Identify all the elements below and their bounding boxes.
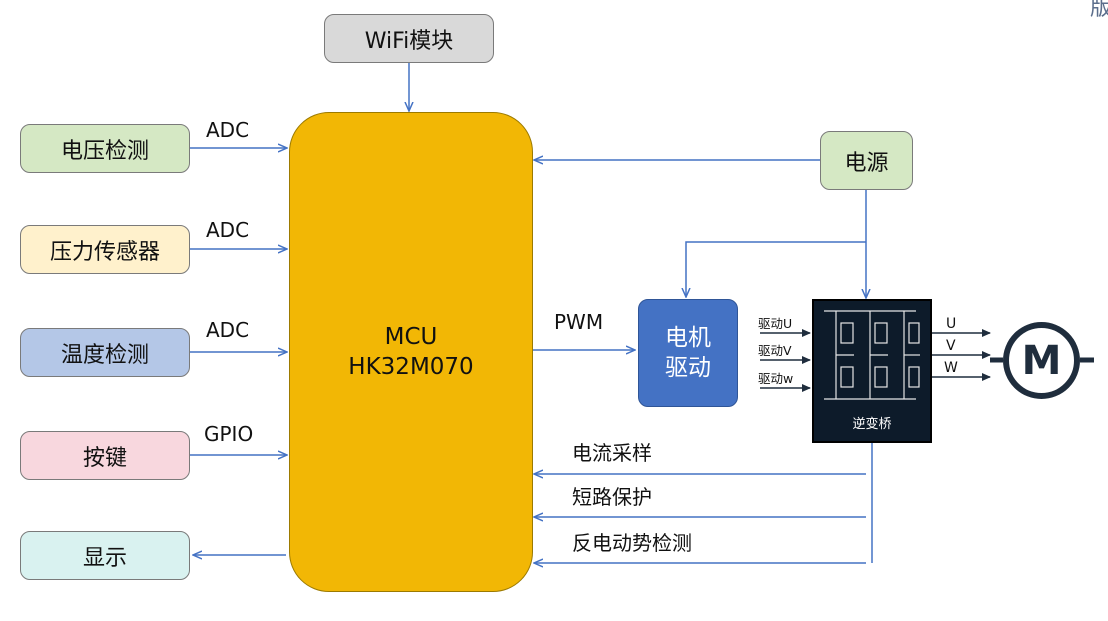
temperature-detection-label: 温度检测	[60, 342, 149, 368]
wifi-module-label: WiFi模块	[364, 28, 454, 54]
adc-label-temperature: ADC	[206, 318, 250, 342]
temperature-detection-block: 温度检测	[20, 328, 190, 377]
inverter-bridge-block: 逆变桥	[812, 299, 932, 443]
motor-driver-label-line1: 电机	[665, 325, 711, 351]
button-block: 按键	[20, 431, 190, 480]
mcu-block: MCU HK32M070	[289, 112, 533, 592]
display-block: 显示	[20, 531, 190, 580]
mcu-label: MCU	[384, 324, 438, 350]
phase-v-label: V	[946, 338, 956, 354]
power-block: 电源	[820, 131, 913, 190]
voltage-detection-label: 电压检测	[60, 138, 149, 164]
current-sampling-label: 电流采样	[572, 441, 652, 465]
button-label: 按键	[82, 445, 127, 471]
phase-u-label: U	[946, 316, 957, 332]
power-to-driver-arrow	[686, 241, 866, 296]
pwm-label: PWM	[554, 310, 604, 334]
inverter-bridge-label: 逆变桥	[852, 417, 892, 432]
mcu-model-label: HK32M070	[348, 354, 474, 380]
motor-icon: M	[1003, 322, 1080, 399]
adc-label-voltage: ADC	[206, 118, 250, 142]
wifi-module-block: WiFi模块	[324, 14, 494, 63]
motor-symbol-label: M	[1021, 337, 1062, 384]
phase-w-label: W	[944, 360, 958, 376]
pressure-sensor-block: 压力传感器	[20, 225, 190, 274]
back-emf-detection-label: 反电动势检测	[572, 531, 692, 555]
voltage-detection-block: 电压检测	[20, 124, 190, 173]
adc-label-pressure: ADC	[206, 218, 250, 242]
power-label: 电源	[844, 150, 889, 176]
gpio-label: GPIO	[204, 422, 254, 446]
drive-u-label: 驱动U	[758, 316, 793, 331]
short-circuit-protection-label: 短路保护	[572, 485, 652, 509]
inverter-switches-icon	[824, 310, 920, 400]
display-label: 显示	[82, 545, 127, 571]
pressure-sensor-label: 压力传感器	[49, 239, 160, 265]
drive-w-label: 驱动w	[758, 371, 794, 386]
corner-text-fragment: 版	[1090, 0, 1108, 21]
motor-driver-label-line2: 驱动	[665, 355, 711, 381]
drive-v-label: 驱动V	[758, 343, 792, 358]
motor-driver-block: 电机 驱动	[638, 299, 738, 407]
